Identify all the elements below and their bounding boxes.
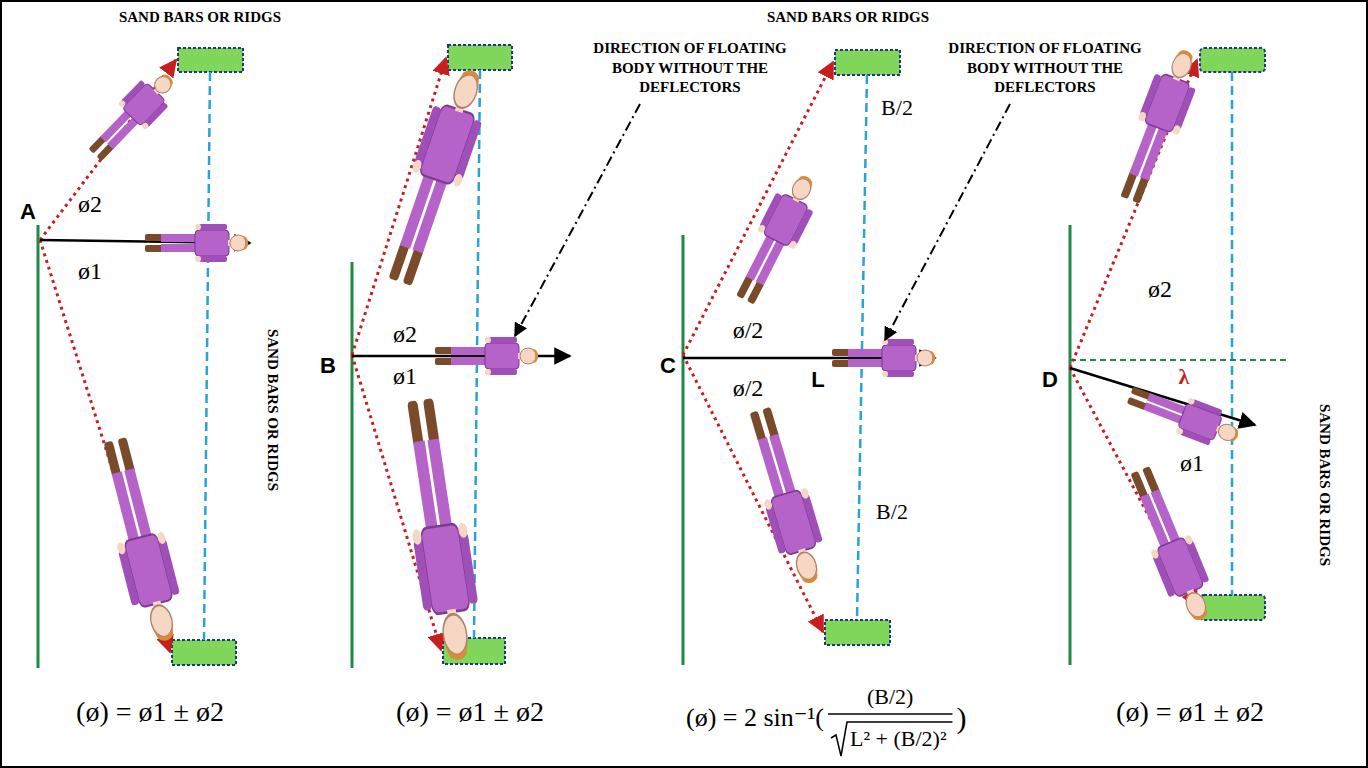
point-label: A xyxy=(20,199,36,224)
region-label: SAND BARS OR RIDGS xyxy=(119,9,281,26)
formula-denominator: L² + (B/2)² xyxy=(850,726,946,751)
bar-gap-line xyxy=(204,70,1232,640)
callout-note: DIRECTION OF FLOATING BODY WITHOUT THE D… xyxy=(593,39,788,98)
dimension-label: B/2 xyxy=(881,95,913,120)
deflector-line xyxy=(38,225,1070,668)
formula: ) xyxy=(956,701,966,736)
figure-group xyxy=(145,224,1245,454)
region-label: SAND BARS OR RIDGS xyxy=(263,329,280,491)
sand-bar xyxy=(172,45,1265,665)
flow-arrow xyxy=(40,240,1255,425)
dimension-label: B/2 xyxy=(876,499,908,524)
bar-direction-arrow xyxy=(40,58,1197,652)
angle-label: ø1 xyxy=(393,363,417,391)
angle-label: ø/2 xyxy=(733,317,764,345)
fraction-bar xyxy=(828,713,952,715)
callout-note: DIRECTION OF FLOATING BODY WITHOUT THE D… xyxy=(948,39,1143,98)
figure-group xyxy=(81,43,1222,664)
formula: (ø) = ø1 ± ø2 xyxy=(76,696,224,728)
angle-label: λ xyxy=(1179,364,1190,389)
angle-label: ø1 xyxy=(1180,450,1204,478)
formula: (ø) = ø1 ± ø2 xyxy=(1116,696,1264,728)
leader-arrow xyxy=(515,104,1010,340)
formula: (ø) = ø1 ± ø2 xyxy=(396,696,544,728)
dimension-label: L xyxy=(811,367,824,392)
point-label: C xyxy=(660,353,676,378)
point-label: D xyxy=(1042,367,1058,392)
root-sign xyxy=(831,722,952,756)
angle-label: ø1 xyxy=(78,258,102,286)
angle-label: ø2 xyxy=(1148,276,1172,304)
point-label: B xyxy=(320,353,336,378)
reference-line xyxy=(1070,359,1290,361)
formula-numerator: (B/2) xyxy=(867,684,913,709)
region-label: SAND BARS OR RIDGS xyxy=(1315,404,1332,566)
formula: (ø) = 2 sin⁻¹( xyxy=(686,703,824,733)
region-label: SAND BARS OR RIDGS xyxy=(767,9,929,26)
angle-label: ø/2 xyxy=(733,375,764,403)
angle-label: ø2 xyxy=(78,191,102,219)
angle-label: ø2 xyxy=(393,321,417,349)
